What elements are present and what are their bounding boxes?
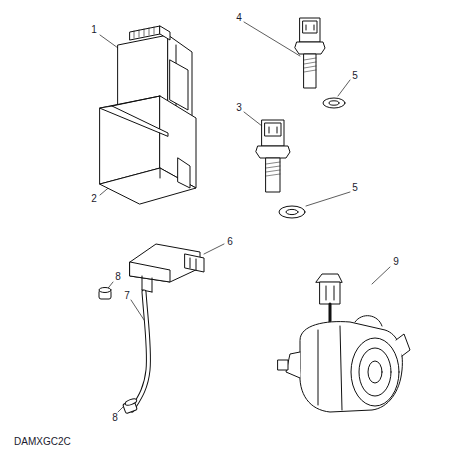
crank-sensor [130, 244, 204, 292]
washer [323, 98, 345, 108]
callout-number: 5 [351, 70, 359, 82]
callout-number: 8 [114, 271, 122, 283]
callout-number: 4 [235, 12, 243, 24]
cable-ferrule [123, 398, 138, 414]
temperature-sensor [256, 120, 290, 192]
callout-number: 3 [235, 102, 243, 114]
ignition-switch [278, 274, 410, 412]
cable-ferrule [99, 288, 111, 300]
temperature-sensor [295, 18, 325, 88]
callout-number: 6 [226, 236, 234, 248]
callout-number: 5 [351, 182, 359, 194]
callout-number: 7 [123, 290, 131, 302]
callout-number: 8 [111, 412, 119, 424]
callout-number: 9 [392, 256, 400, 268]
sensor-cable [132, 292, 149, 410]
drawing-code: DAMXGC2C [13, 436, 72, 448]
callout-number: 2 [90, 193, 98, 205]
washer [279, 206, 305, 218]
ecu-bracket [100, 96, 196, 204]
callout-number: 1 [90, 24, 98, 36]
